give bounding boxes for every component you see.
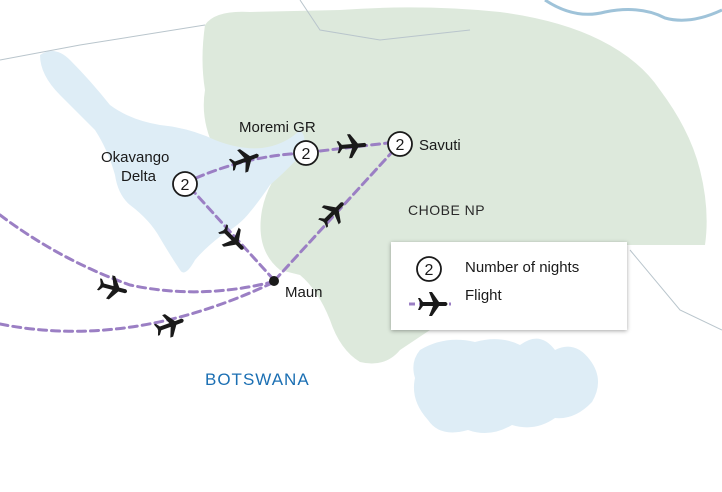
maun-label: Maun (285, 284, 323, 301)
legend-flight-label: Flight (465, 287, 502, 304)
legend-nights-number: 2 (425, 262, 434, 279)
okavango-delta-water (40, 51, 305, 273)
map-legend: 2 Number of nights Flight (391, 242, 627, 330)
chobe-national-park-area (202, 7, 707, 364)
park-label: CHOBE NP (408, 202, 486, 218)
nights-marker-savuti: 2 (387, 131, 413, 157)
flight-route-west-upper (0, 213, 274, 294)
nights-count: 2 (302, 146, 311, 163)
plane-icon (151, 308, 188, 342)
nights-marker-okavango: 2 (172, 171, 198, 197)
country-label: BOTSWANA (205, 370, 310, 389)
border-line (299, 0, 471, 41)
river-line (544, 0, 722, 22)
nights-count: 2 (396, 137, 405, 154)
nights-count: 2 (181, 177, 190, 194)
moremi-label: Moremi GR (239, 119, 316, 136)
border-line (0, 24, 206, 61)
flight-route-savuti-maun (273, 148, 396, 282)
flight-route-maun-okavango (192, 190, 276, 282)
savuti-label: Savuti (419, 137, 461, 154)
border-line (629, 249, 722, 331)
flight-route-west-lower (0, 281, 274, 333)
maun-marker (269, 276, 279, 286)
legend-flight-symbol (409, 292, 451, 316)
linyanti-water (413, 338, 599, 434)
legend-nights-label: Number of nights (465, 259, 580, 276)
okavango-label-line2: Delta (121, 168, 157, 185)
plane-icon (418, 292, 448, 316)
legend-nights-symbol: 2 (416, 256, 442, 282)
nights-marker-moremi: 2 (293, 140, 319, 166)
okavango-label: Okavango (101, 149, 170, 166)
plane-icon (95, 272, 131, 304)
